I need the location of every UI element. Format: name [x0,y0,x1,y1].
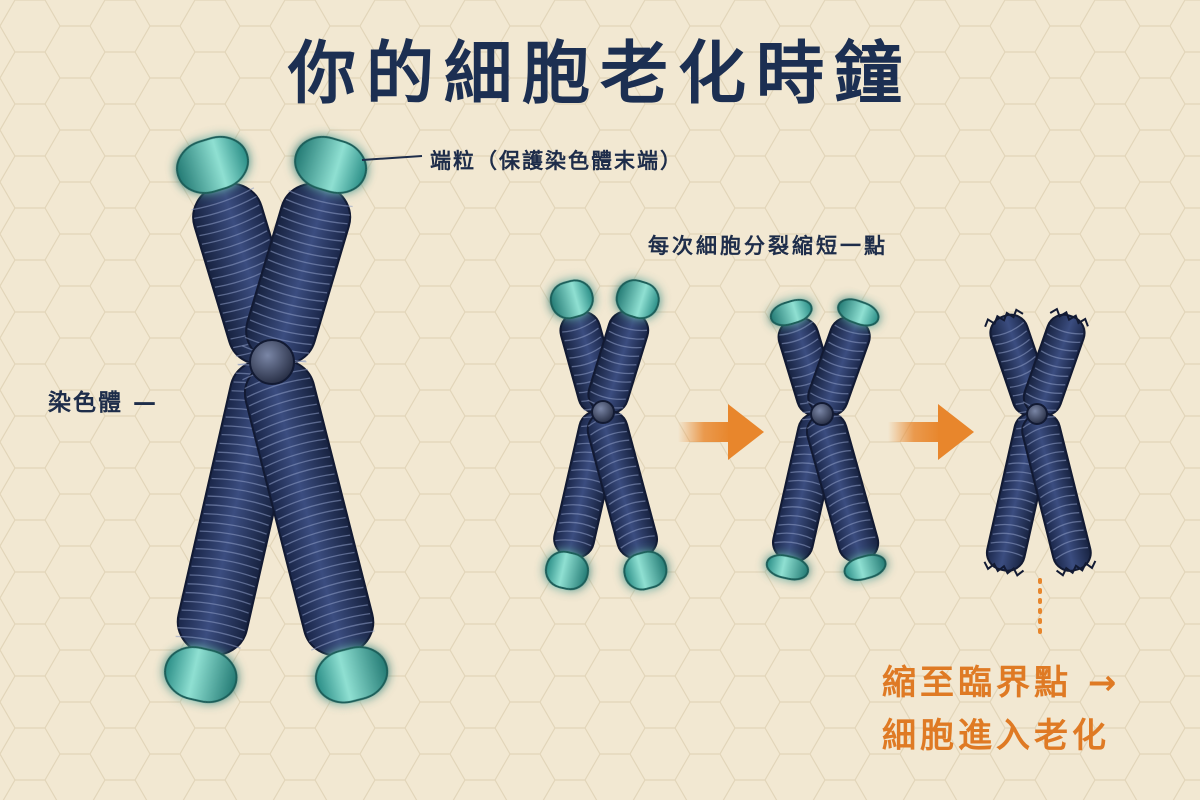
telomere-cap [837,298,880,327]
chromosome-stage-2 [765,298,887,581]
chromosome-stage-1 [544,279,668,591]
progression-arrow-2 [888,404,974,460]
large-chromosome [164,135,389,704]
chromosome-arm-4 [1021,412,1097,577]
telomere-cap [765,554,810,581]
chromosome-arm-2 [242,135,368,366]
chromosome-arm-2 [807,298,880,417]
telomere-cap [623,550,668,591]
page-title: 你的細胞老化時鐘 [287,35,912,114]
chromosome-arm-4 [242,359,389,704]
telomere-cap [615,279,660,320]
centromere [591,400,615,424]
telomere-cap [294,135,368,194]
progression-arrow-1 [678,404,764,460]
telomere-pointer-line [361,155,423,161]
telomere-cap [843,553,887,581]
chromosome-stage-3 [983,307,1097,577]
telomere-cap [544,550,590,591]
telomere-cap [315,646,389,704]
telomere-label: 端粒（保護染色體末端） [430,149,683,173]
chromosome-arm-4 [586,409,668,591]
division-shortening-label: 每次細胞分裂縮短一點 [648,234,888,258]
telomere-cap [549,279,594,320]
chromosome-label: 染色體 — [48,390,159,416]
centromere [1026,403,1048,425]
telomere-cap [769,298,813,327]
chromosome-arm-4 [805,411,887,581]
telomere-cap [176,135,249,194]
critical-point-label: 縮至臨界點 → [882,663,1121,703]
chromosome-group [164,135,1097,704]
centromere [249,339,295,385]
senescence-label: 細胞進入老化 [882,716,1110,756]
telomere-cap [164,646,238,704]
centromere [810,402,834,426]
